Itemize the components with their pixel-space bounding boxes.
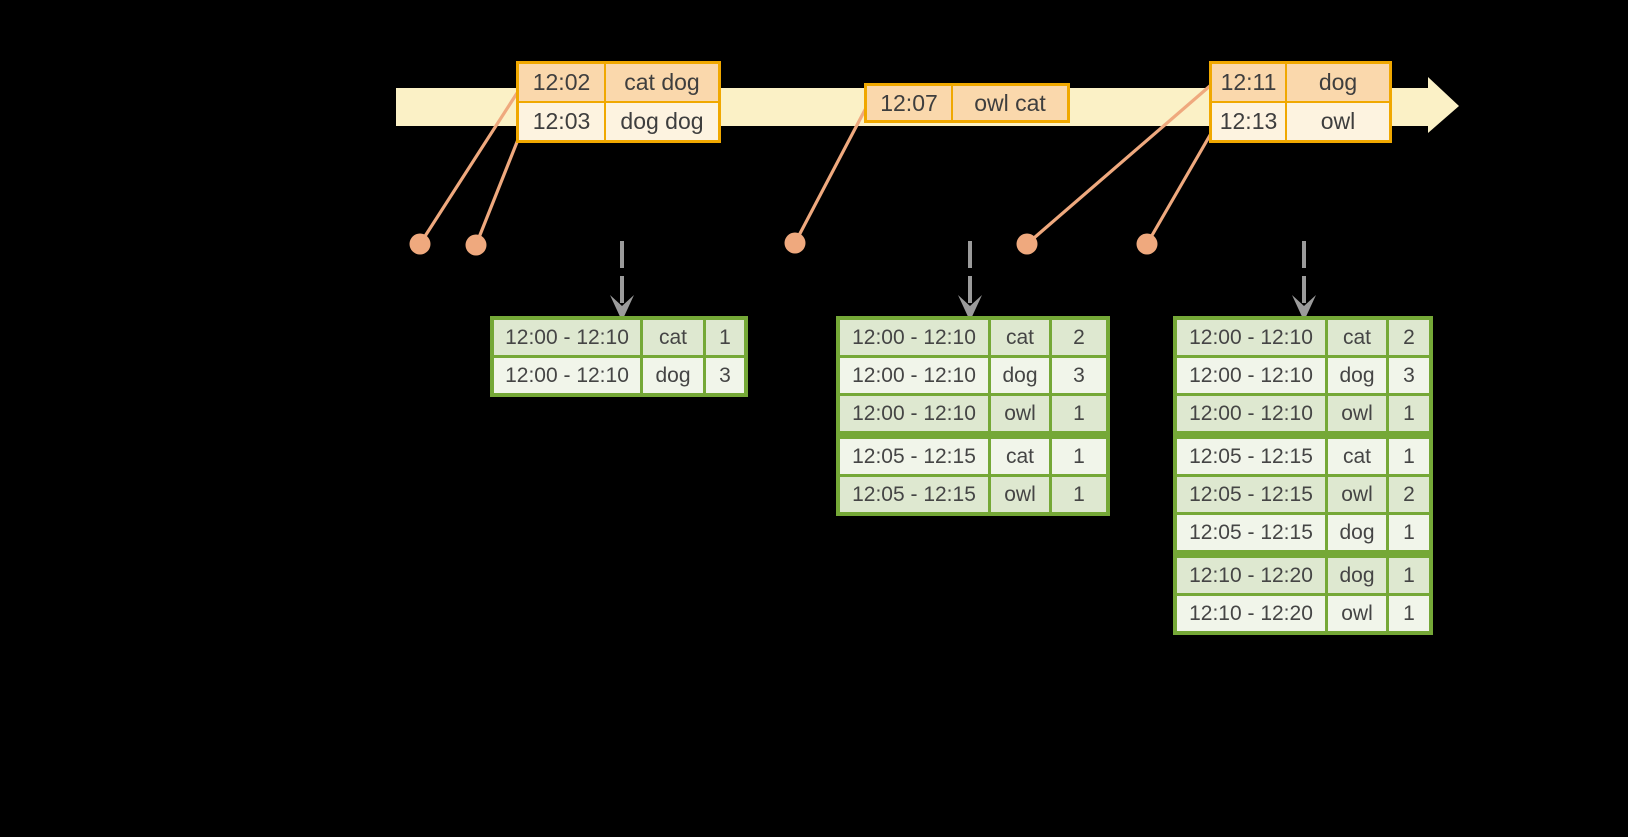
event-connector-line bbox=[793, 105, 869, 244]
window-cell: 12:05 - 12:15 bbox=[840, 439, 988, 474]
word-cell: dog bbox=[1328, 558, 1386, 593]
event-row: 12:11 dog bbox=[1212, 64, 1389, 101]
count-cell: 1 bbox=[1389, 558, 1429, 593]
word-cell: owl bbox=[1328, 477, 1386, 512]
event-connector-line bbox=[1025, 83, 1213, 246]
result-row: 12:00 - 12:10 owl 1 bbox=[840, 396, 1106, 431]
count-cell: 2 bbox=[1389, 477, 1429, 512]
event-dot bbox=[409, 233, 431, 255]
count-cell: 3 bbox=[706, 358, 744, 393]
event-dot bbox=[465, 234, 487, 256]
window-cell: 12:05 - 12:15 bbox=[1177, 515, 1325, 550]
trigger-arrowhead-icon bbox=[610, 295, 634, 321]
word-cell: owl bbox=[991, 396, 1049, 431]
trigger-arrowhead-icon bbox=[958, 295, 982, 321]
word-cell: cat bbox=[643, 320, 703, 355]
count-cell: 2 bbox=[1052, 320, 1106, 355]
window-cell: 12:00 - 12:10 bbox=[840, 396, 988, 431]
event-words-cell: dog bbox=[1287, 64, 1389, 101]
result-row: 12:05 - 12:15 owl 1 bbox=[840, 477, 1106, 512]
window-cell: 12:10 - 12:20 bbox=[1177, 596, 1325, 631]
window-cell: 12:00 - 12:10 bbox=[840, 358, 988, 393]
window-cell: 12:00 - 12:10 bbox=[840, 320, 988, 355]
word-cell: cat bbox=[991, 320, 1049, 355]
event-row: 12:03 dog dog bbox=[519, 103, 718, 140]
count-cell: 1 bbox=[1389, 439, 1429, 474]
result-row: 12:05 - 12:15 cat 1 bbox=[840, 439, 1106, 474]
result-table-2: 12:00 - 12:10 cat 2 12:00 - 12:10 dog 3 … bbox=[836, 316, 1110, 516]
event-words-cell: dog dog bbox=[606, 103, 718, 140]
result-row: 12:05 - 12:15 dog 1 bbox=[1177, 515, 1429, 550]
result-row: 12:00 - 12:10 cat 2 bbox=[840, 320, 1106, 355]
count-cell: 1 bbox=[706, 320, 744, 355]
count-cell: 3 bbox=[1389, 358, 1429, 393]
window-cell: 12:05 - 12:15 bbox=[1177, 439, 1325, 474]
count-cell: 1 bbox=[1389, 596, 1429, 631]
trigger-arrowhead-icon bbox=[1292, 295, 1316, 321]
count-cell: 1 bbox=[1052, 477, 1106, 512]
word-cell: dog bbox=[991, 358, 1049, 393]
event-table-3: 12:11 dog 12:13 owl bbox=[1209, 61, 1392, 143]
word-cell: cat bbox=[1328, 439, 1386, 474]
event-connector-line bbox=[474, 131, 523, 246]
window-cell: 12:00 - 12:10 bbox=[1177, 396, 1325, 431]
event-connector-lines bbox=[418, 83, 1215, 246]
event-dots bbox=[409, 232, 1158, 256]
event-time-cell: 12:13 bbox=[1212, 103, 1285, 140]
word-cell: owl bbox=[1328, 396, 1386, 431]
count-cell: 2 bbox=[1389, 320, 1429, 355]
count-cell: 1 bbox=[1052, 396, 1106, 431]
result-row: 12:00 - 12:10 cat 2 bbox=[1177, 320, 1429, 355]
event-time-cell: 12:07 bbox=[867, 86, 951, 120]
count-cell: 3 bbox=[1052, 358, 1106, 393]
word-cell: cat bbox=[1328, 320, 1386, 355]
event-table-2: 12:07 owl cat bbox=[864, 83, 1070, 123]
result-row: 12:00 - 12:10 dog 3 bbox=[494, 358, 744, 393]
window-cell: 12:00 - 12:10 bbox=[1177, 358, 1325, 393]
window-cell: 12:10 - 12:20 bbox=[1177, 558, 1325, 593]
result-row: 12:00 - 12:10 cat 1 bbox=[494, 320, 744, 355]
count-cell: 1 bbox=[1389, 396, 1429, 431]
word-cell: dog bbox=[1328, 515, 1386, 550]
event-row: 12:07 owl cat bbox=[867, 86, 1067, 120]
word-cell: cat bbox=[991, 439, 1049, 474]
event-row: 12:13 owl bbox=[1212, 103, 1389, 140]
window-cell: 12:05 - 12:15 bbox=[840, 477, 988, 512]
result-row: 12:05 - 12:15 owl 2 bbox=[1177, 477, 1429, 512]
trigger-arrowheads bbox=[610, 295, 1316, 321]
window-cell: 12:00 - 12:10 bbox=[1177, 320, 1325, 355]
result-row: 12:10 - 12:20 dog 1 bbox=[1177, 558, 1429, 593]
window-cell: 12:00 - 12:10 bbox=[494, 320, 640, 355]
event-dot bbox=[1136, 233, 1158, 255]
result-row: 12:00 - 12:10 dog 3 bbox=[840, 358, 1106, 393]
result-row: 12:00 - 12:10 owl 1 bbox=[1177, 396, 1429, 431]
event-dot bbox=[1016, 233, 1038, 255]
timeline-arrowhead-icon bbox=[1428, 77, 1459, 133]
result-table-3: 12:00 - 12:10 cat 2 12:00 - 12:10 dog 3 … bbox=[1173, 316, 1433, 635]
count-cell: 1 bbox=[1389, 515, 1429, 550]
window-cell: 12:00 - 12:10 bbox=[494, 358, 640, 393]
result-table-1: 12:00 - 12:10 cat 1 12:00 - 12:10 dog 3 bbox=[490, 316, 748, 397]
count-cell: 1 bbox=[1052, 439, 1106, 474]
event-words-cell: owl cat bbox=[953, 86, 1067, 120]
result-row: 12:00 - 12:10 dog 3 bbox=[1177, 358, 1429, 393]
event-time-cell: 12:03 bbox=[519, 103, 604, 140]
event-connector-line bbox=[418, 89, 521, 245]
event-table-1: 12:02 cat dog 12:03 dog dog bbox=[516, 61, 721, 143]
result-row: 12:10 - 12:20 owl 1 bbox=[1177, 596, 1429, 631]
event-row: 12:02 cat dog bbox=[519, 64, 718, 101]
window-cell: 12:05 - 12:15 bbox=[1177, 477, 1325, 512]
result-row: 12:05 - 12:15 cat 1 bbox=[1177, 439, 1429, 474]
word-cell: owl bbox=[1328, 596, 1386, 631]
event-time-cell: 12:11 bbox=[1212, 64, 1285, 101]
event-words-cell: cat dog bbox=[606, 64, 718, 101]
event-dot bbox=[784, 232, 806, 254]
trigger-arrows bbox=[620, 241, 1306, 303]
event-time-cell: 12:02 bbox=[519, 64, 604, 101]
event-connector-line bbox=[1145, 129, 1215, 245]
event-words-cell: owl bbox=[1287, 103, 1389, 140]
word-cell: owl bbox=[991, 477, 1049, 512]
word-cell: dog bbox=[643, 358, 703, 393]
word-cell: dog bbox=[1328, 358, 1386, 393]
